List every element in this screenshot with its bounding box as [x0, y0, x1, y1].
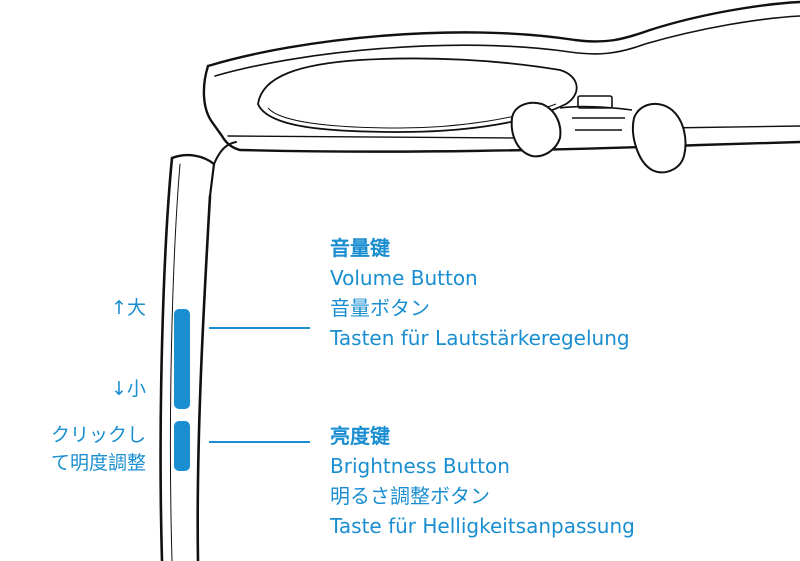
volume-label-de: Tasten für Lautstärkeregelung [330, 326, 630, 350]
volume-label-ja: 音量ボタン [330, 296, 430, 320]
volume-down-label: ↓小 [111, 378, 146, 400]
left-nose-pad [510, 101, 562, 158]
brightness-label-en: Brightness Button [330, 454, 510, 478]
volume-label-en: Volume Button [330, 266, 478, 290]
brightness-label-zh: 亮度键 [330, 424, 390, 448]
right-nose-pad [632, 102, 687, 174]
brightness-hint-line2: て明度調整 [50, 452, 146, 474]
bridge [559, 95, 633, 131]
brightness-label-ja: 明るさ調整ボタン [330, 484, 490, 508]
volume-button[interactable] [174, 309, 190, 409]
brightness-label-de: Taste für Helligkeitsanpassung [330, 514, 635, 538]
volume-callout: 音量键 Volume Button 音量ボタン Tasten für Lauts… [330, 233, 630, 353]
brightness-callout: 亮度键 Brightness Button 明るさ調整ボタン Taste für… [330, 421, 635, 541]
glasses-front-frame [202, 0, 800, 153]
brightness-button[interactable] [174, 421, 190, 471]
lens [257, 57, 578, 133]
volume-label-zh: 音量键 [330, 236, 390, 260]
brightness-hint-line1: クリックし [50, 424, 146, 446]
temple-arm [159, 141, 237, 561]
volume-up-label: ↑大 [111, 297, 146, 319]
